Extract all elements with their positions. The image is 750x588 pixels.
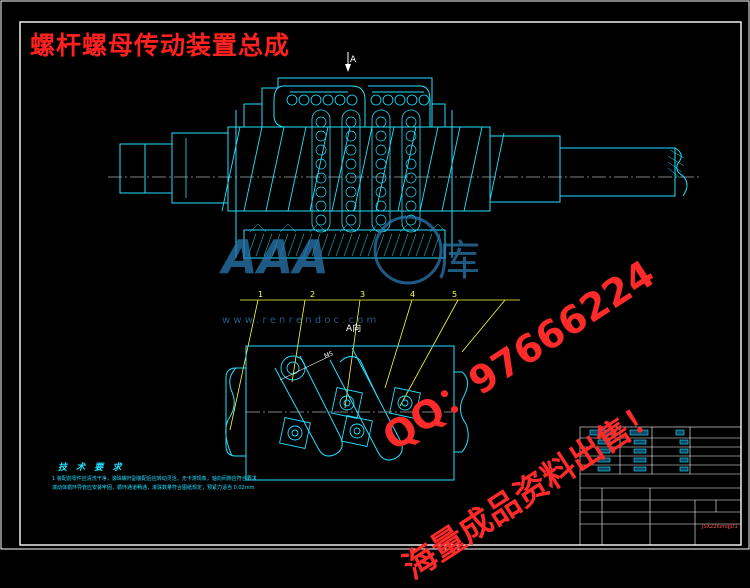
- drawing-title: 螺杆螺母传动装置总成: [30, 31, 291, 60]
- technical-requirements: 技 术 要 求 1 装配前零件应清洗干净，滚珠螺杆副装配后应转动灵活，无卡滞现象…: [52, 460, 257, 491]
- title-block: [579, 426, 742, 546]
- a-direction-view: [225, 299, 520, 481]
- dimension-text: M5: [323, 350, 334, 360]
- inner-border: [19, 21, 742, 546]
- logo-url: w w w . r e n r e n d o c . c o m: [222, 315, 376, 326]
- technical-requirements-line: 滚动体循环导管应安装牢固，循环通道畅通，滚珠数量符合图纸规定，预紧力适当 0.0…: [52, 485, 255, 491]
- drawing-canvas: A: [0, 0, 750, 550]
- logo-glyphs: AAA: [219, 230, 329, 284]
- technical-requirements-heading: 技 术 要 求: [58, 463, 125, 473]
- part-number: 2: [310, 290, 315, 299]
- screw-assembly-front-view: [108, 77, 700, 259]
- section-arrow: A: [345, 52, 357, 72]
- part-number: 1: [258, 290, 263, 299]
- drawing-number: JSXZ2lumqjD1: [701, 524, 738, 530]
- technical-requirements-line: 1 装配前零件应清洗干净，滚珠螺杆副装配后应转动灵活，无卡滞现象，轴向间隙应符合…: [52, 476, 257, 482]
- section-marker: A: [350, 55, 357, 65]
- view-label: A向: [346, 322, 361, 334]
- part-numbers: 1 2 3 4 5: [258, 290, 457, 299]
- logo-chinese: 库: [438, 236, 480, 285]
- watermark-logo: AAA 库 w w w . r e n r e n d o c . c o m: [219, 215, 480, 326]
- part-number: 5: [452, 290, 457, 299]
- outer-border: [0, 0, 750, 550]
- part-number: 3: [360, 290, 365, 299]
- part-number: 4: [410, 290, 415, 299]
